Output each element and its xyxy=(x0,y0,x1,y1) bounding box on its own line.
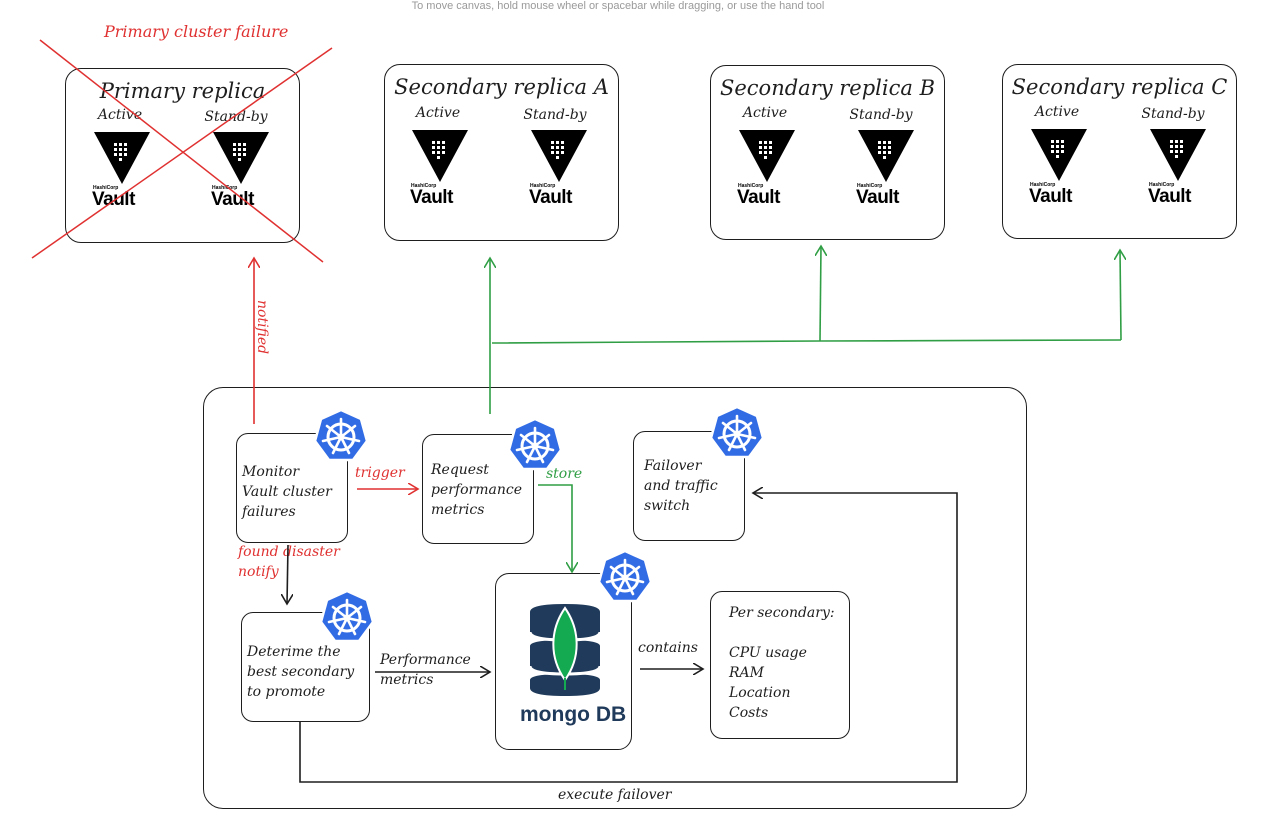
secondary-a-standby-label: Stand-by xyxy=(523,107,587,123)
vault-vendor: HashiCorp xyxy=(857,183,883,189)
secondary-replica-b-box: Secondary replica B Active Stand-by Hash… xyxy=(710,65,945,240)
primary-replica-box: Primary replica Active Stand-by HashiCor… xyxy=(65,68,300,243)
primary-replica-title: Primary replica xyxy=(99,79,266,103)
fanout-line xyxy=(491,339,1122,344)
vault-name: Vault xyxy=(1148,186,1191,207)
kubernetes-icon xyxy=(507,417,563,471)
vault-vendor: HashiCorp xyxy=(212,185,238,191)
mongodb-logo-text: mongo DB xyxy=(520,703,627,726)
per-secondary-node xyxy=(710,591,850,739)
secondary-b-title: Secondary replica B xyxy=(719,76,935,100)
failover-node xyxy=(633,431,745,541)
secondary-b-active-label: Active xyxy=(742,105,788,121)
contains-label: contains xyxy=(638,640,698,656)
kubernetes-icon xyxy=(313,408,369,462)
monitor-node-label: Monitor Vault cluster failures xyxy=(242,464,332,520)
secondary-c-standby-label: Stand-by xyxy=(1141,106,1205,122)
execute-failover-arrow xyxy=(299,493,958,783)
canvas-hint: To move canvas, hold mouse wheel or spac… xyxy=(411,0,825,12)
vault-vendor: HashiCorp xyxy=(1149,182,1175,188)
trigger-label: trigger xyxy=(355,465,405,481)
monitor-node xyxy=(236,433,348,543)
vault-vendor: HashiCorp xyxy=(411,183,437,189)
performance-metrics-label: Performance metrics xyxy=(380,652,471,688)
vault-vendor: HashiCorp xyxy=(93,185,119,191)
secondary-a-title: Secondary replica A xyxy=(394,75,609,99)
execute-failover-label: execute failover xyxy=(558,787,672,803)
vault-name: Vault xyxy=(211,189,254,210)
determine-node xyxy=(241,612,370,722)
controller-container xyxy=(203,387,1027,809)
determine-node-label: Deterime the best secondary to promote xyxy=(247,644,355,700)
kubernetes-icon xyxy=(319,589,375,643)
store-label: store xyxy=(546,466,583,482)
vault-name: Vault xyxy=(92,189,135,210)
secondary-replica-c-box: Secondary replica C Active Stand-by Hash… xyxy=(1002,64,1237,239)
vault-vendor: HashiCorp xyxy=(1030,182,1056,188)
failover-node-label: Failover and traffic switch xyxy=(644,458,718,514)
vault-vendor: HashiCorp xyxy=(738,183,764,189)
primary-failure-label: Primary cluster failure xyxy=(104,22,289,41)
request-node-label: Request performance metrics xyxy=(431,462,523,518)
secondary-a-active-label: Active xyxy=(415,105,461,121)
kubernetes-icon xyxy=(597,549,653,603)
request-node xyxy=(422,434,534,544)
vault-name: Vault xyxy=(1029,186,1072,207)
secondary-c-title: Secondary replica C xyxy=(1011,75,1228,99)
secondary-b-standby-label: Stand-by xyxy=(849,107,913,123)
store-arrow xyxy=(538,484,572,572)
fanout-to-b-arrow xyxy=(820,246,821,342)
mongodb-node xyxy=(495,573,632,750)
vault-vendor: HashiCorp xyxy=(530,183,556,189)
secondary-replica-a-box: Secondary replica A Active Stand-by Hash… xyxy=(384,64,619,241)
vault-name: Vault xyxy=(856,187,899,208)
mongodb-logo-icon xyxy=(528,604,602,696)
vault-name: Vault xyxy=(410,187,453,208)
primary-standby-label: Stand-by xyxy=(204,109,268,125)
failure-cross-line xyxy=(31,47,333,259)
fanout-to-c-arrow xyxy=(1120,250,1121,341)
vault-name: Vault xyxy=(737,187,780,208)
found-disaster-arrow xyxy=(287,544,288,604)
secondary-c-active-label: Active xyxy=(1034,104,1080,120)
failure-cross-line xyxy=(39,39,324,263)
per-secondary-label: Per secondary: CPU usage RAM Location Co… xyxy=(729,605,835,721)
vault-name: Vault xyxy=(529,187,572,208)
found-disaster-label: found disaster notify xyxy=(238,544,340,580)
kubernetes-icon xyxy=(709,405,765,459)
